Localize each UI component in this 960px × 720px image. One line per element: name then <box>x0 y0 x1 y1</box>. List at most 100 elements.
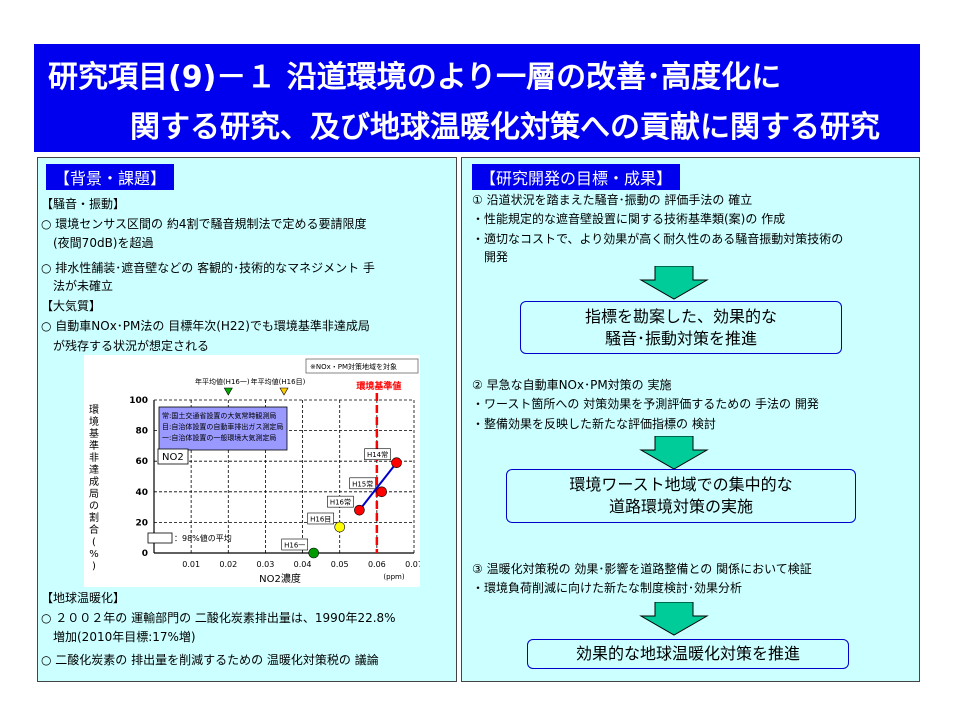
data-point-label: H15常 <box>352 479 373 488</box>
goal-1-item-1: ・性能規定的な遮音壁設置に関する技術基準類(案)の 作成 <box>472 212 786 226</box>
data-point <box>376 486 387 498</box>
x-tick-label: 0.07 <box>405 560 420 569</box>
warming-item-1: ○ ２００２年の 運輸部門の 二酸化炭素排出量は、1990年22.8% <box>41 611 396 625</box>
chart-legend-line: 一:自治体設置の一般環境大気測定局 <box>162 433 276 442</box>
y-tick-label: 60 <box>135 457 148 467</box>
data-point <box>308 547 320 559</box>
no2-chart: ※NOx・PM対策地域を対象 0 20 40 60 80 100 0.01 0.02 0.03 0.… <box>84 355 423 587</box>
data-point-label: H16一 <box>284 542 305 550</box>
y-axis-label-char: 境 <box>89 415 99 428</box>
annual-marker-triangle <box>223 387 233 396</box>
air-item-1-cont: が残存する状況が想定される <box>41 339 210 353</box>
x-tick-label: 0.05 <box>331 560 349 569</box>
y-tick-label: 80 <box>135 427 148 437</box>
data-point-label-box <box>327 495 354 508</box>
x-tick-label: 0.02 <box>219 560 237 569</box>
y-tick-label: 40 <box>135 488 148 498</box>
chart-legend-line: 常:国土交通省設置の大気常時観測局 <box>162 411 276 420</box>
down-arrow-icon <box>639 436 709 470</box>
annual-marker-triangle <box>279 387 289 396</box>
chart-note-text: ※NOx・PM対策地域を対象 <box>310 362 397 371</box>
noise-item-2: ○ 排水性舗装･遮音壁などの 客観的･技術的なマネジメント 手 <box>41 261 375 275</box>
title-line-2: 関する研究、及び地球温暖化対策への貢献に関する研究 <box>130 110 880 145</box>
x-axis-label: NO2濃度 <box>259 572 301 585</box>
y-axis-label-char: 局 <box>89 488 99 500</box>
chart-legend-box <box>158 406 288 451</box>
goals-heading: 【研究開発の目標・成果】 <box>472 164 681 190</box>
y-axis-label-char: 基 <box>89 427 99 440</box>
y-axis-label-char: 成 <box>89 476 99 488</box>
goal-2-item-2: ・整備効果を反映した新たな評価指標の 検討 <box>472 417 716 431</box>
goal-1-title: ① 沿道状況を踏まえた騒音･振動の 評価手法の 確立 <box>472 193 753 207</box>
y-axis-label-char: 準 <box>89 439 99 452</box>
y-tick-label: 0 <box>142 549 148 559</box>
down-arrow-icon <box>639 602 709 636</box>
y-axis-label-char: の <box>89 501 99 512</box>
y-axis-label-char: 非 <box>89 452 99 464</box>
x-tick-label: 0.06 <box>368 560 386 569</box>
y-axis-label-char: 環 <box>89 404 99 416</box>
goal-1-item-2-cont: 開発 <box>472 250 509 264</box>
goals-panel: 【研究開発の目標・成果】 ① 沿道状況を踏まえた騒音･振動の 評価手法の 確立 … <box>461 157 920 682</box>
chart-labels: ※NOx・PM対策地域を対象 0 20 40 60 80 100 0.01 0.02 0.03 0.… <box>89 358 423 585</box>
result-box-warming-line-1: 効果的な地球温暖化対策を推進 <box>575 644 800 663</box>
noise-item-1: ○ 環境センサス区間の 約4割で騒音規制法で定める要請限度 <box>41 217 367 231</box>
standard-label: 環境基準値 <box>356 380 401 392</box>
result-box-noise: 指標を勘案した、効果的な 騒音･振動対策を推進 <box>520 301 842 354</box>
annual-marker-label: 年平均値(H16一) <box>195 377 250 386</box>
noise-section-label: 【騒音・振動】 <box>41 197 126 211</box>
data-point-label-box <box>349 477 376 490</box>
y-axis-label-char: 合 <box>89 523 99 536</box>
chart-legend-line: 目:自治体設置の自動車排出ガス測定局 <box>162 422 283 431</box>
data-point <box>391 457 402 469</box>
data-point-label-box <box>281 538 309 551</box>
goal-2-item-1: ・ワースト箇所への 対策効果を予測評価するための 手法の 開発 <box>472 397 819 411</box>
y-axis-label-char: % <box>89 549 99 560</box>
background-heading: 【背景・課題】 <box>46 164 175 190</box>
y-axis-label-char: ( <box>92 537 96 548</box>
data-point-label-box <box>364 448 391 461</box>
annual-marker-label: 年平均値(H16目) <box>251 377 306 386</box>
warming-section-label: 【地球温暖化】 <box>41 591 126 605</box>
noise-item-1-cont: (夜間70dB)を超過 <box>41 236 154 250</box>
y-tick-label: 100 <box>129 396 148 406</box>
data-point <box>334 521 346 533</box>
no2-badge-text: NO2 <box>162 452 184 463</box>
box-legend-swatch <box>147 532 173 544</box>
data-point <box>354 504 365 516</box>
down-arrow-icon <box>639 266 709 300</box>
chart-note-box <box>305 358 419 374</box>
goal-1-item-2: ・適切なコストで、より効果が高く耐久性のある騒音振動対策技術の <box>472 232 844 246</box>
result-box-noise-line-2: 騒音･振動対策を推進 <box>604 328 757 348</box>
x-tick-label: 0.04 <box>294 560 312 569</box>
goal-3-item-1: ・環境負荷削減に向けた新たな制度検討･効果分析 <box>472 581 743 595</box>
data-point-label: H14常 <box>367 450 388 459</box>
x-tick-label: 0.03 <box>257 560 275 569</box>
data-point-label: H16目 <box>310 515 331 523</box>
result-box-noise-line-1: 指標を勘案した、効果的な <box>584 306 777 326</box>
warming-item-2: ○ 二酸化炭素の 排出量を削減するための 温暖化対策税の 議論 <box>41 653 379 667</box>
air-item-1: ○ 自動車NOx･PM法の 目標年次(H22)でも環境基準非達成局 <box>41 319 370 333</box>
y-axis-label-char: 割 <box>89 511 99 524</box>
y-tick-label: 20 <box>135 518 148 528</box>
goal-2-title: ② 早急な自動車NOx･PM対策の 実施 <box>472 378 672 392</box>
y-axis-label-char: 達 <box>89 464 99 476</box>
data-point-label: H16常 <box>330 498 351 507</box>
trend-line <box>358 462 398 511</box>
box-legend-text: ：98%値の平均 <box>174 533 232 543</box>
x-tick-label: 0.01 <box>182 560 200 569</box>
y-axis-label-char: ) <box>92 561 96 572</box>
no2-chart-svg: ※NOx・PM対策地域を対象 0 20 40 60 80 100 0.01 0.02 0.03 0.… <box>89 358 423 585</box>
result-box-warming: 効果的な地球温暖化対策を推進 <box>527 639 849 669</box>
result-box-air: 環境ワースト地域での集中的な 道路環境対策の実施 <box>506 469 856 523</box>
result-box-air-line-1: 環境ワースト地域での集中的な <box>569 475 793 494</box>
goal-3-title: ③ 温暖化対策税の 効果･影響を道路整備との 関係において検証 <box>472 562 812 576</box>
title-line-1: 研究項目(9)－１ 沿道環境のより一層の改善･高度化に <box>48 60 782 95</box>
noise-item-2-cont: 法が未確立 <box>41 279 114 293</box>
chart-marks <box>223 387 402 559</box>
no2-badge-box <box>157 448 189 465</box>
x-axis-unit: (ppm) <box>383 573 404 581</box>
warming-item-1-cont: 増加(2010年目標:17%増) <box>41 630 196 644</box>
title-banner: 研究項目(9)－１ 沿道環境のより一層の改善･高度化に 関する研究、及び地球温暖… <box>34 44 920 152</box>
result-box-air-line-2: 道路環境対策の実施 <box>608 497 753 516</box>
